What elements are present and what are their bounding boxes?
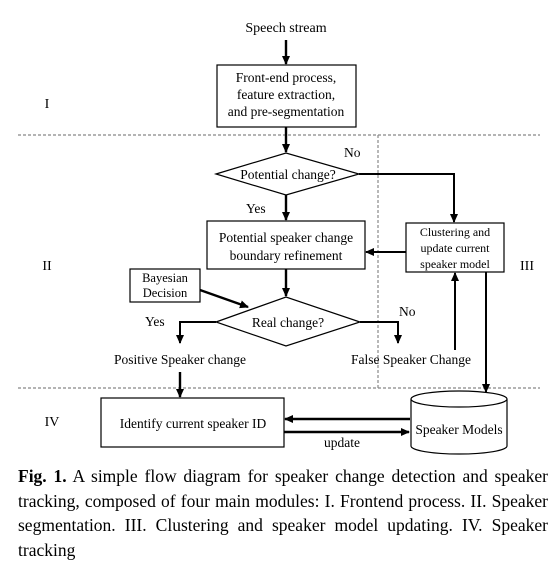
- positive-speaker-change-label: Positive Speaker change: [114, 352, 246, 367]
- refinement-line-2: boundary refinement: [230, 248, 343, 263]
- bayesian-box: [129, 268, 201, 303]
- speech-stream-label: Speech stream: [245, 21, 326, 36]
- module-label-4: IV: [45, 415, 60, 430]
- identify-box: [100, 397, 285, 448]
- real-change-label: Real change?: [252, 315, 324, 330]
- caption-text: A simple flow diagram for speaker change…: [18, 466, 548, 560]
- clustering-line-2: update current: [421, 241, 491, 255]
- no-label-potential: No: [344, 145, 361, 160]
- frontend-line-2: feature extraction,: [237, 87, 335, 102]
- module-label-3: III: [520, 259, 534, 274]
- arrow-real-to-positive: [176, 321, 216, 344]
- frontend-line-3: and pre-segmentation: [228, 104, 345, 119]
- no-label-real: No: [399, 304, 416, 319]
- bayesian-line-2: Decision: [143, 286, 188, 300]
- speaker-models-label: Speaker Models: [415, 422, 502, 437]
- refinement-line-1: Potential speaker change: [219, 230, 353, 245]
- arrow-bayesian-to-real: [199, 288, 249, 309]
- arrow-real-to-false: [360, 321, 402, 344]
- clustering-box: [405, 222, 505, 273]
- caption-label: Fig. 1.: [18, 466, 67, 486]
- yes-label-potential: Yes: [246, 201, 266, 216]
- bayesian-line-1: Bayesian: [142, 271, 189, 285]
- flow-diagram: I II III IV Speech stream Front-end proc…: [18, 21, 540, 455]
- clustering-line-1: Clustering and: [420, 225, 490, 239]
- identify-label: Identify current speaker ID: [120, 416, 267, 431]
- clustering-line-3: speaker model: [420, 257, 490, 271]
- module-label-2: II: [42, 259, 52, 274]
- frontend-line-1: Front-end process,: [236, 70, 336, 85]
- update-label: update: [324, 435, 360, 450]
- speaker-models-cylinder: [410, 390, 508, 455]
- arrow-no-potential-to-clustering: [359, 173, 458, 223]
- potential-change-label: Potential change?: [240, 167, 336, 182]
- figure-caption: Fig. 1. A simple flow diagram for speake…: [18, 464, 548, 562]
- yes-label-real: Yes: [145, 314, 165, 329]
- module-label-1: I: [45, 97, 50, 112]
- false-speaker-change-label: False Speaker Change: [351, 352, 471, 367]
- frontend-box: [216, 64, 357, 128]
